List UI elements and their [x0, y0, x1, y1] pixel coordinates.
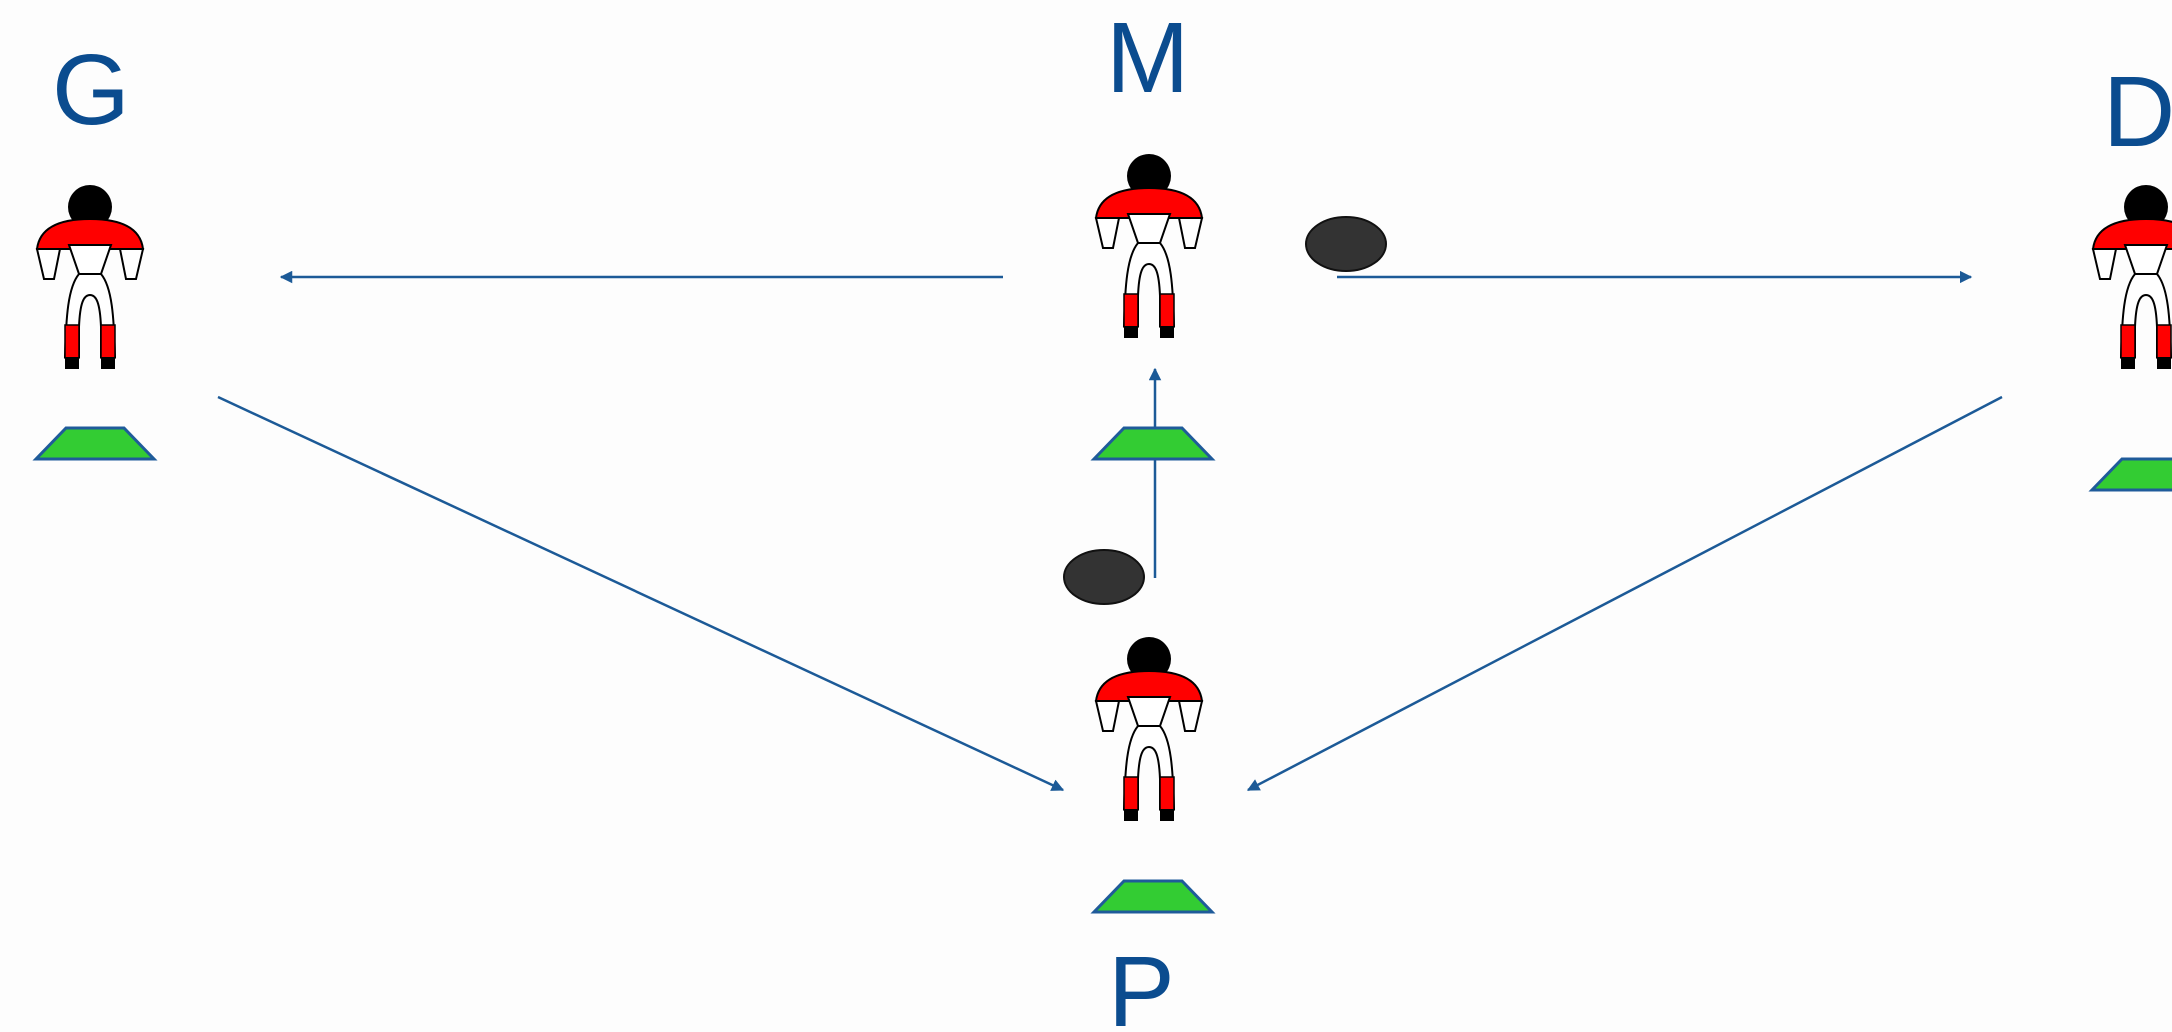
player-g [36, 184, 144, 370]
ball-p [1063, 549, 1145, 605]
cone-p [1092, 879, 1214, 914]
cone-m [1092, 426, 1214, 461]
player-p [1095, 636, 1203, 822]
arrow-d-to-p [1246, 395, 2003, 792]
arrow-g-to-p [217, 395, 1065, 792]
cone-d [2090, 457, 2172, 492]
label-m: M [1106, 2, 1189, 114]
label-g: G [52, 34, 130, 146]
cone-g [34, 426, 156, 461]
player-m [1095, 153, 1203, 339]
label-d: D [2103, 56, 2172, 168]
label-p: P [1108, 936, 1175, 1032]
player-d [2092, 184, 2172, 370]
ball-m [1305, 216, 1387, 272]
